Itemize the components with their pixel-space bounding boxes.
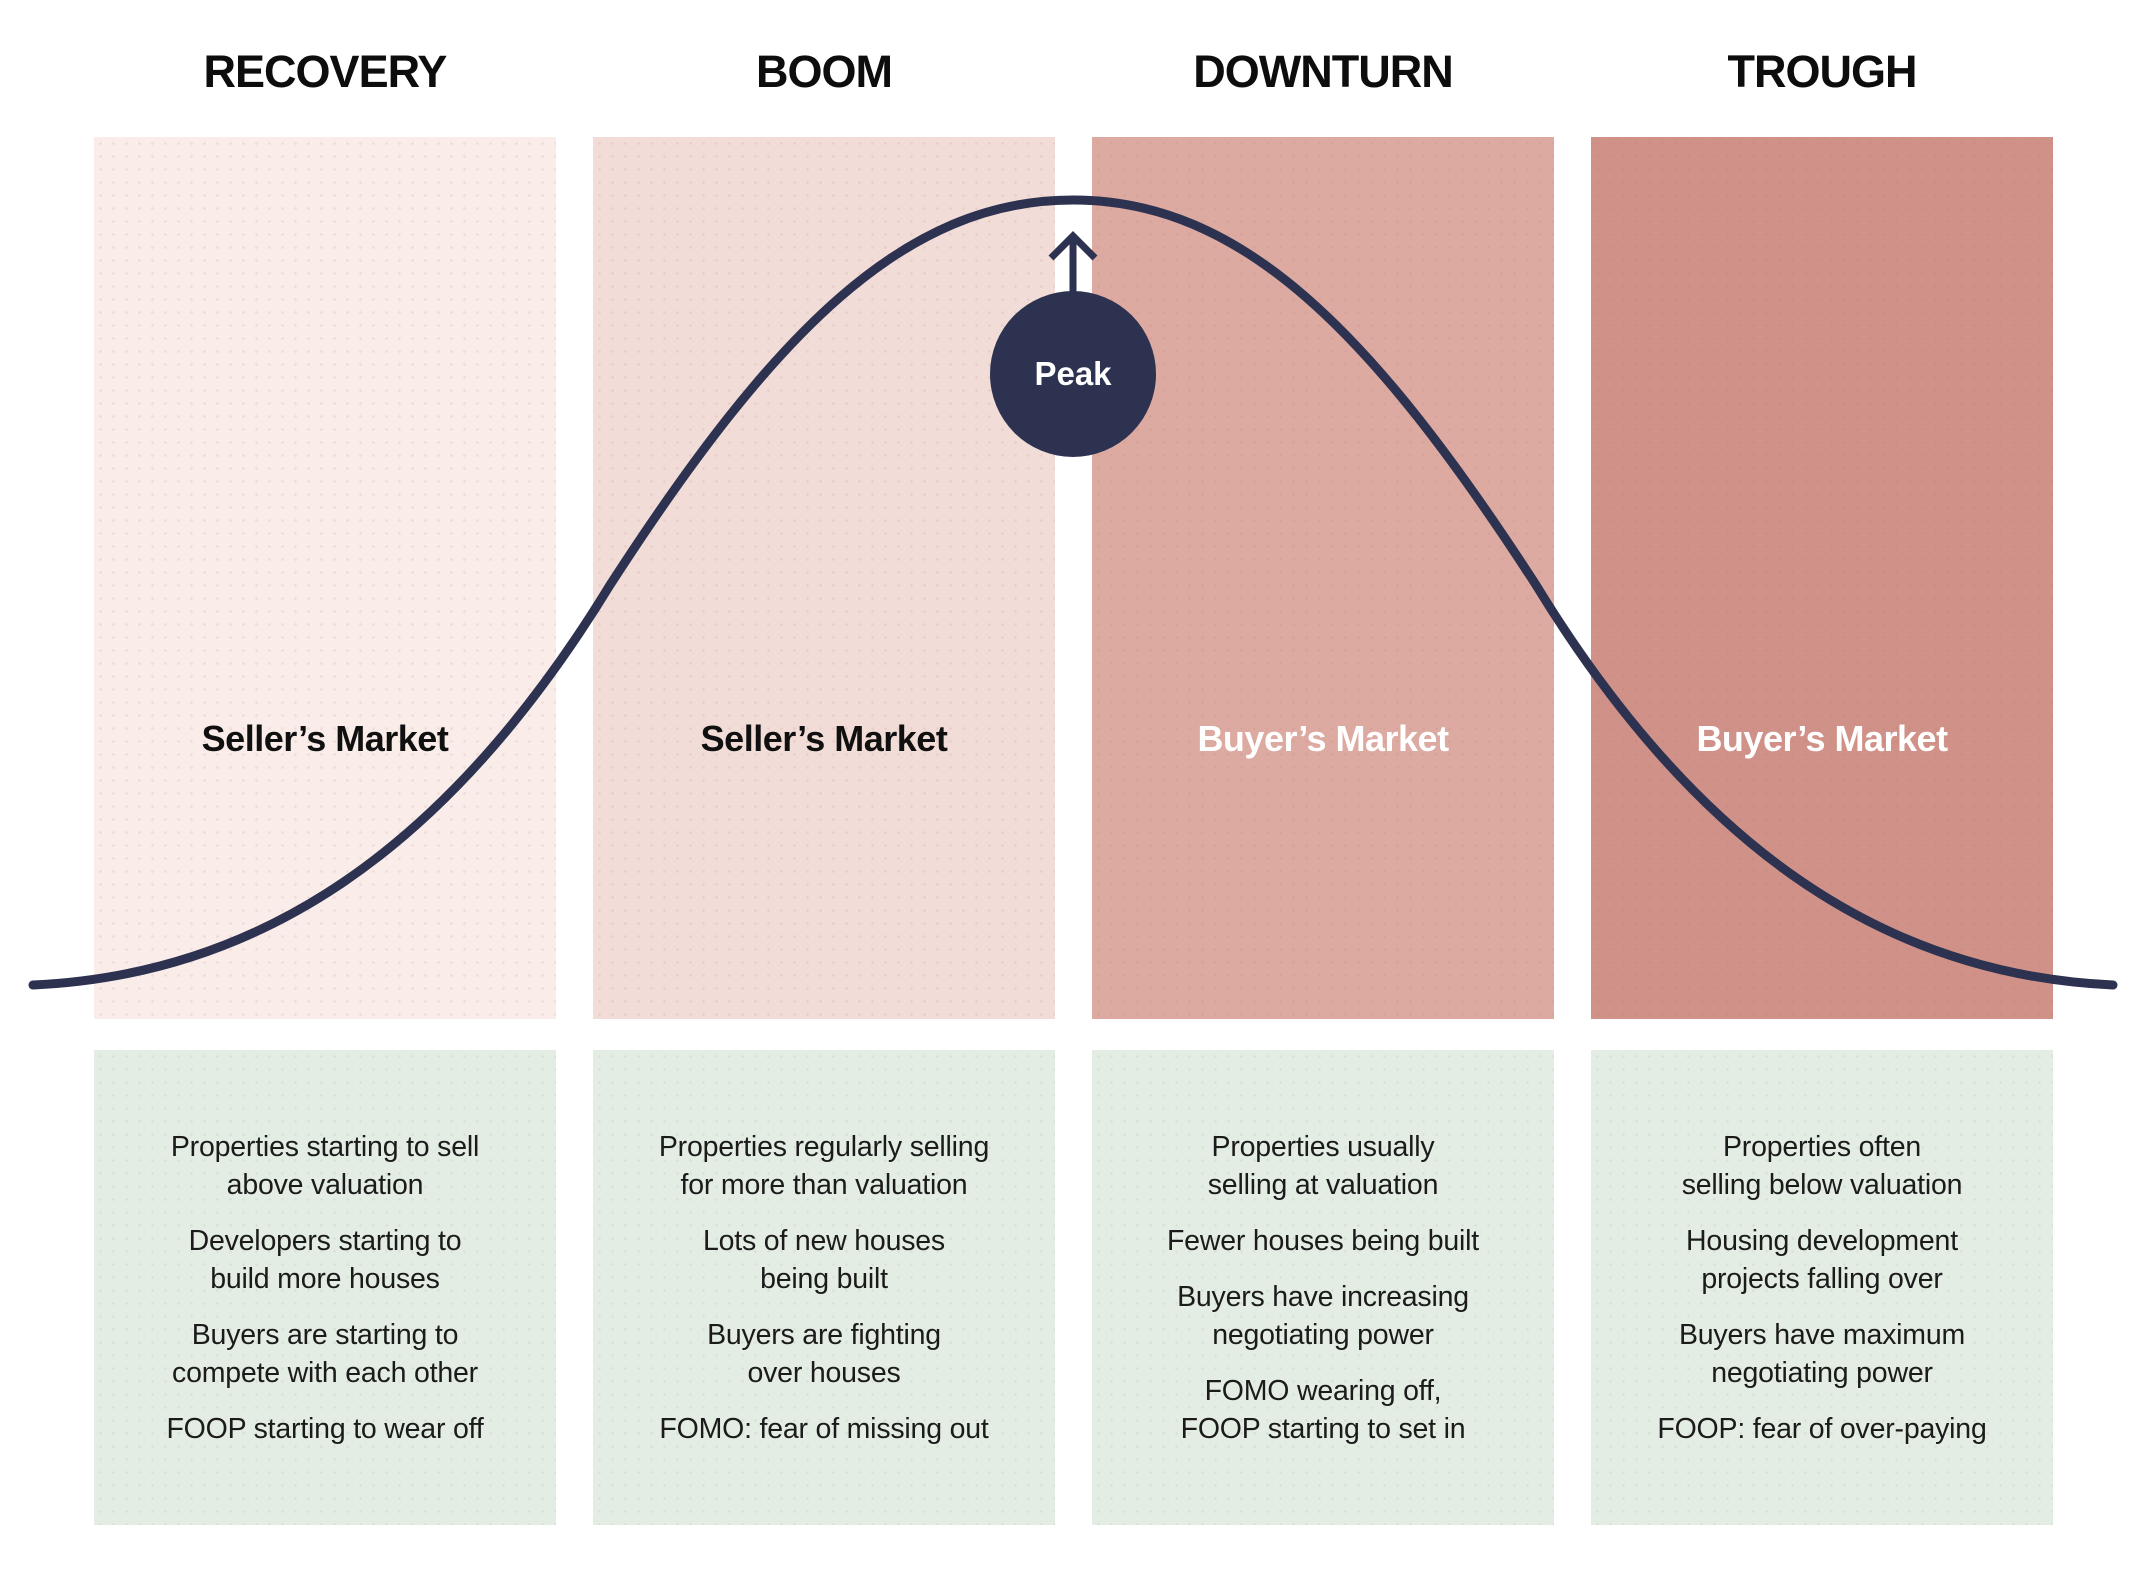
phase-column-trough: Buyer’s Market: [1591, 137, 2053, 1019]
peak-label: Peak: [1034, 355, 1112, 392]
note-panel-downturn: Properties usually selling at valuation …: [1092, 1050, 1554, 1525]
phase-column-downturn: Buyer’s Market: [1092, 137, 1554, 1019]
phase-header-trough: TROUGH: [1727, 46, 1918, 97]
peak-arrow-head-icon: [1048, 231, 1098, 261]
market-label-recovery: Seller’s Market: [201, 718, 449, 759]
note-panel-boom: Properties regularly selling for more th…: [593, 1050, 1055, 1525]
phase-column-recovery: Seller’s Market: [94, 137, 556, 1019]
note-panel-recovery: Properties starting to sell above valuat…: [94, 1050, 556, 1525]
market-label-trough: Buyer’s Market: [1696, 718, 1948, 759]
phase-header-downturn: DOWNTURN: [1193, 46, 1453, 97]
note-item: FOOP: fear of over-paying: [1657, 1412, 1987, 1445]
note-item: FOMO wearing off, FOOP starting to set i…: [1180, 1374, 1466, 1445]
phase-header-boom: BOOM: [756, 46, 893, 97]
market-label-boom: Seller’s Market: [700, 718, 948, 759]
note-item: FOOP starting to wear off: [166, 1412, 484, 1445]
note-item: Properties starting to sell above valuat…: [170, 1130, 480, 1201]
note-item: Housing development projects falling ove…: [1686, 1224, 1958, 1295]
note-item: Developers starting to build more houses: [188, 1224, 462, 1295]
note-item: Properties often selling below valuation: [1681, 1130, 1963, 1201]
note-item: Buyers are fighting over houses: [707, 1318, 941, 1389]
phase-header-recovery: RECOVERY: [203, 46, 448, 97]
note-item: Lots of new houses being built: [703, 1224, 945, 1295]
note-item: Properties usually selling at valuation: [1207, 1130, 1439, 1201]
note-item: Fewer houses being built: [1166, 1224, 1480, 1257]
phase-column-boom: Seller’s Market: [593, 137, 1055, 1019]
note-item: Properties regularly selling for more th…: [658, 1130, 990, 1201]
market-label-downturn: Buyer’s Market: [1197, 718, 1449, 759]
note-item: Buyers have increasing negotiating power: [1177, 1280, 1469, 1351]
note-panel-trough: Properties often selling below valuation…: [1591, 1050, 2053, 1525]
note-item: Buyers have maximum negotiating power: [1678, 1318, 1966, 1389]
note-item: FOMO: fear of missing out: [659, 1412, 989, 1445]
note-item: Buyers are starting to compete with each…: [172, 1318, 478, 1389]
